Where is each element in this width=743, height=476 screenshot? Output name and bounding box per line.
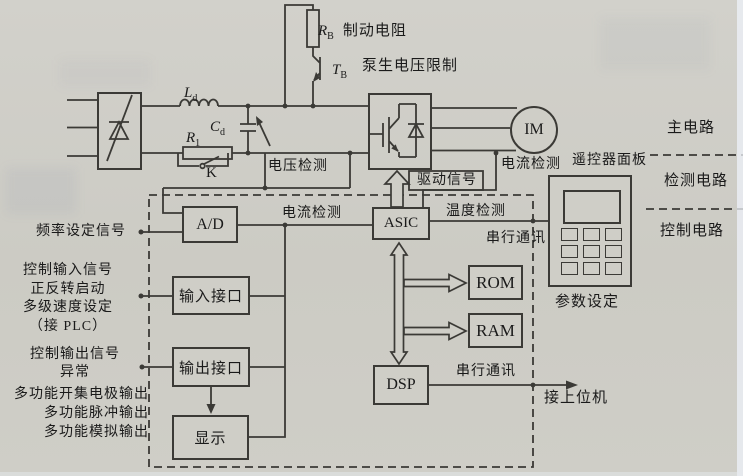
voltage-detect-label: 电压检测	[268, 159, 328, 174]
asic-block: ASIC	[372, 207, 430, 240]
panel-display	[563, 190, 621, 224]
precharge-resistor-switch-icon	[177, 146, 233, 170]
input-interface-label: 输入接口	[178, 289, 243, 305]
display-arrowhead	[206, 404, 216, 414]
panel-key	[583, 245, 600, 258]
rom-bus-arrow	[403, 273, 468, 293]
output-interface-block: 输出接口	[172, 347, 250, 387]
adc-block: A/D	[182, 206, 238, 243]
voltage-detect-wire	[162, 153, 351, 214]
serial-arrowhead	[566, 380, 578, 390]
r1-resistor-label: R1	[186, 130, 201, 150]
current-detect-motor-label: 电流检测	[501, 157, 561, 172]
inverter-block	[368, 93, 432, 170]
param-setting-label: 参数设定	[555, 294, 620, 310]
multi-output-line: 多功能开集电极输出	[14, 387, 149, 402]
dsp-block: DSP	[373, 365, 429, 405]
panel-key	[583, 262, 600, 275]
panel-key	[605, 245, 622, 258]
dc-inductor-icon	[179, 98, 219, 107]
display-label: 显示	[194, 431, 227, 447]
multi-output-line: 多功能模拟输出	[44, 425, 149, 440]
inverter-igbt-icon	[370, 103, 425, 158]
control-section-dashed-border	[148, 194, 534, 468]
three-phase-input-lines	[67, 99, 97, 157]
multi-output-line: 多功能脉冲输出	[44, 406, 149, 421]
ctrl-output-line: 控制输出信号	[30, 347, 120, 362]
brake-resistor-name: 制动电阻	[342, 23, 407, 39]
dsp-label: DSP	[386, 376, 416, 393]
main-circuit-label: 主电路	[667, 120, 716, 136]
motor-label: IM	[524, 121, 544, 138]
asic-label: ASIC	[383, 215, 419, 231]
serial-comm-bottom-label: 串行通讯	[456, 364, 516, 379]
ctrl-input-line: 多级速度设定	[23, 300, 113, 315]
temp-detect-label: 温度检测	[446, 204, 506, 219]
multi-output-labels: 多功能开集电极输出 多功能脉冲输出 多功能模拟输出	[0, 385, 149, 442]
panel-key	[561, 228, 578, 241]
asic-dsp-bus-arrow	[389, 241, 409, 366]
rectifier-block	[97, 92, 142, 170]
output-interface-label: 输出接口	[178, 360, 243, 377]
brake-resistor-icon	[306, 9, 320, 48]
rom-label: ROM	[476, 272, 515, 292]
remote-panel	[548, 175, 632, 287]
panel-key	[561, 262, 578, 275]
scan-edge-bottom	[0, 472, 743, 476]
to-host-label: 接上位机	[544, 390, 609, 406]
panel-key	[561, 245, 578, 258]
tb-transistor-label: TB	[332, 62, 348, 82]
freq-setting-label: 频率设定信号	[36, 224, 126, 239]
dc-capacitor-icon	[240, 106, 271, 153]
brake-resistor-label: RB 制动电阻	[318, 23, 407, 43]
scan-edge-right	[737, 0, 743, 476]
io-bus-wire	[248, 225, 286, 438]
pump-voltage-limit-label: 泵生电压限制	[362, 58, 459, 74]
ld-inductor-label: Ld	[184, 85, 198, 105]
current-detect-inner-label: 电流检测	[282, 206, 342, 221]
brake-chopper-branch	[284, 4, 321, 106]
motor-block: IM	[510, 106, 558, 154]
ctrl-input-line: 控制输入信号	[23, 263, 113, 278]
cd-capacitor-label: Cd	[210, 119, 226, 139]
ctrl-input-line: 正反转启动	[30, 281, 106, 297]
input-interface-block: 输入接口	[172, 276, 250, 315]
drive-signal-label-box	[408, 170, 484, 191]
detect-circuit-label: 检测电路	[664, 173, 729, 189]
panel-key	[605, 262, 622, 275]
serial-comm-top-label: 串行通讯	[486, 231, 546, 246]
ctrl-input-line: （接 PLC）	[28, 318, 108, 334]
ram-label: RAM	[476, 320, 515, 340]
ram-block: RAM	[468, 313, 523, 348]
remote-panel-label: 遥控器面板	[572, 153, 647, 168]
junction-dots	[138, 103, 536, 388]
drive-signal-label: 驱动信号	[417, 173, 477, 188]
ctrl-output-labels: 控制输出信号 异常	[20, 346, 130, 381]
ctrl-input-labels: 控制输入信号 正反转启动 多级速度设定 （接 PLC）	[4, 262, 132, 336]
display-block: 显示	[172, 415, 249, 460]
rom-block: ROM	[468, 265, 523, 300]
panel-key	[583, 228, 600, 241]
tb-emitter-arrow	[313, 72, 320, 82]
panel-key	[605, 228, 622, 241]
motor-output-lines	[432, 107, 517, 152]
ctrl-output-line: 异常	[60, 364, 90, 380]
drive-signal-arrow	[383, 169, 411, 208]
rectifier-diode-icon	[106, 94, 133, 162]
adc-label: A/D	[196, 215, 224, 233]
k-switch-label: K	[206, 165, 217, 181]
ram-bus-arrow	[403, 321, 468, 341]
control-circuit-label: 控制电路	[660, 223, 725, 239]
